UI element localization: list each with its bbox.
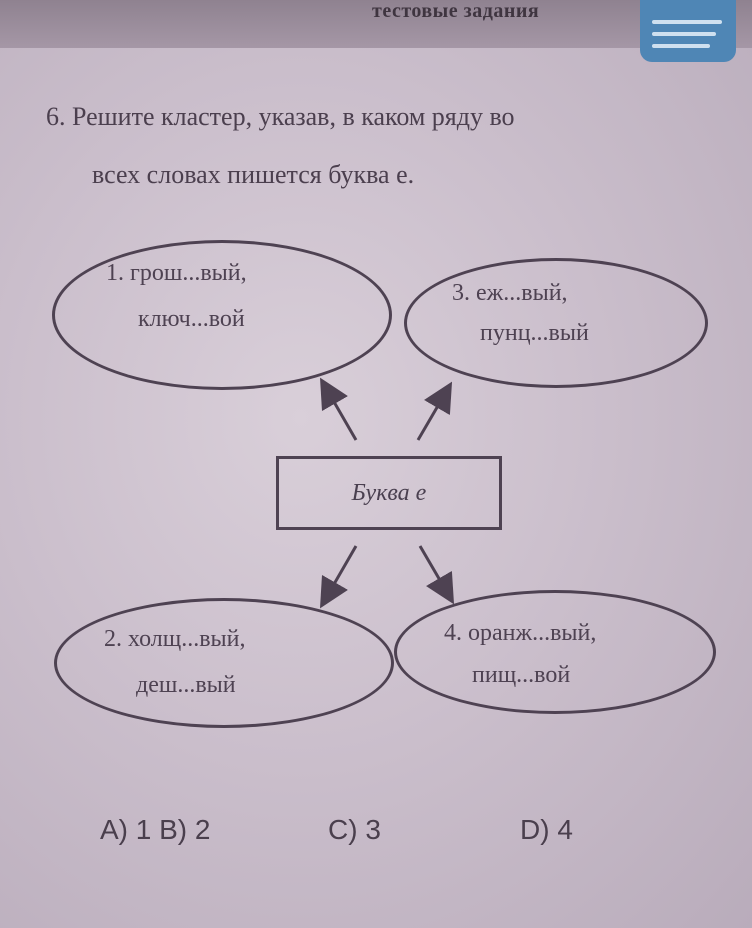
answer-option-d: D) 4 (520, 814, 573, 845)
cluster-item-1-line2: ключ...вой (138, 306, 245, 332)
section-header: тестовые задания (372, 0, 540, 22)
cluster-center-label: Буква е (351, 479, 427, 506)
arrow-to-item-3 (416, 381, 453, 441)
cluster-ellipse-4 (394, 590, 716, 714)
cluster-center-box: Буква е (276, 456, 502, 530)
page-top-edge (0, 0, 752, 48)
tab-line (652, 20, 722, 24)
arrow-to-item-2 (320, 545, 358, 609)
task-statement-line1: 6. Решите кластер, указав, в каком ряду … (46, 102, 515, 131)
answer-options-a-b: A) 1 B) 2 (100, 814, 211, 845)
cluster-item-3-line1: 3. еж...вый, (452, 280, 568, 306)
cluster-item-3-line2: пунц...вый (480, 320, 589, 346)
task-statement-line2: всех словах пишется буква е. (92, 160, 415, 189)
cluster-item-4-line2: пищ...вой (472, 662, 571, 688)
tab-line (652, 32, 716, 36)
blue-page-tab (640, 0, 736, 62)
cluster-ellipse-2 (54, 598, 394, 728)
tab-line (652, 44, 710, 48)
arrow-to-item-1 (320, 377, 358, 441)
arrow-to-item-4 (418, 545, 455, 605)
cluster-item-2-line1: 2. холщ...вый, (104, 626, 246, 652)
cluster-item-4-line1: 4. оранж...вый, (444, 620, 597, 646)
cluster-item-1-line1: 1. грош...вый, (106, 260, 247, 286)
cluster-item-2-line2: деш...вый (136, 672, 236, 698)
cluster-ellipse-3 (404, 258, 708, 388)
answer-option-c: C) 3 (328, 814, 381, 845)
cluster-ellipse-1 (52, 240, 392, 390)
